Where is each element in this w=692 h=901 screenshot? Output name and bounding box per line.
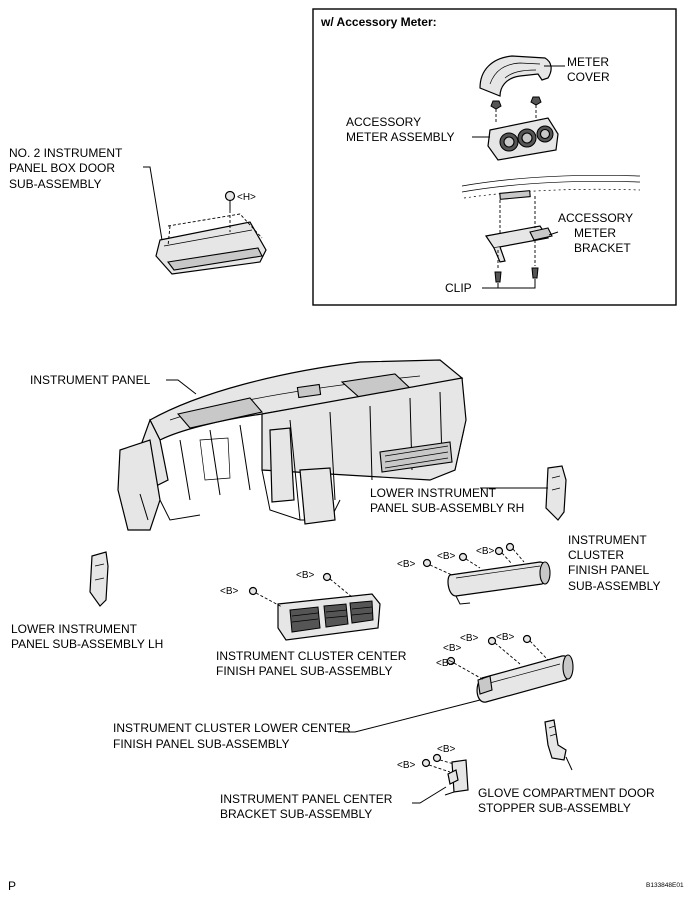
lower-lh-detail <box>94 563 105 581</box>
glove-stopper-label-2: STOPPER SUB-ASSEMBLY <box>478 801 631 815</box>
meter-cover-part <box>479 55 552 97</box>
glove-stopper-group: GLOVE COMPARTMENT DOOR STOPPER SUB-ASSEM… <box>478 719 655 815</box>
footer-left: P <box>8 879 16 893</box>
box-door-part <box>155 213 267 275</box>
center-bracket-label-2: BRACKET SUB-ASSEMBLY <box>220 807 372 821</box>
center-bracket-label-1: INSTRUMENT PANEL CENTER <box>220 792 393 806</box>
cluster-center-label-2: FINISH PANEL SUB-ASSEMBLY <box>216 664 393 678</box>
cluster-center-part <box>277 593 381 641</box>
fastener-b-label: <B> <box>437 551 456 562</box>
nut <box>530 96 542 106</box>
fastener-b-label: <B> <box>443 643 462 654</box>
clip <box>531 267 539 279</box>
leader-instrument-panel <box>166 379 197 395</box>
box-door-label-3: SUB-ASSEMBLY <box>9 177 101 191</box>
box-door-label-2: PANEL BOX DOOR <box>9 161 115 175</box>
bracket-label-2: METER <box>574 226 616 240</box>
screw-b <box>446 656 456 666</box>
screw-b <box>422 542 515 568</box>
center-bracket-part <box>444 759 469 796</box>
meter-assembly-label-1: ACCESSORY <box>346 115 421 129</box>
cluster-lower-center-part <box>476 654 574 703</box>
fastener-b-label: <B> <box>437 744 456 755</box>
cluster-finish-group: INSTRUMENT CLUSTER FINISH PANEL SUB-ASSE… <box>397 533 660 605</box>
center-bracket-group: <B> <B> INSTRUMENT PANEL CENTER BRACKET … <box>220 744 469 821</box>
inset-frame <box>312 8 677 306</box>
cluster-lower-center-group: <B> <B> <B> <B> INSTRUMENT CLUSTER LOWER… <box>113 632 574 751</box>
leader-box-door <box>143 166 163 241</box>
screw-b <box>248 586 258 596</box>
accessory-meter-bracket-part <box>484 225 553 263</box>
fastener-b-label: <B> <box>436 658 455 669</box>
lower-lh-label-2: PANEL SUB-ASSEMBLY LH <box>11 637 163 651</box>
screw-h <box>224 190 236 232</box>
dashed-guides <box>453 640 549 681</box>
cluster-finish-label-1: INSTRUMENT <box>568 533 647 547</box>
meter-cover-label-1: METER <box>567 55 609 69</box>
screw-b <box>487 636 497 646</box>
clip-label: CLIP <box>445 281 472 295</box>
dashboard-section <box>461 174 641 200</box>
dashed-guides <box>428 759 455 773</box>
lower-rh-label-2: PANEL SUB-ASSEMBLY RH <box>370 501 524 515</box>
lower-lh-label-1: LOWER INSTRUMENT <box>11 622 138 636</box>
fastener-b-label: <B> <box>476 546 495 557</box>
glove-stopper-part <box>544 719 573 771</box>
cluster-finish-label-2: CLUSTER <box>568 548 624 562</box>
cluster-finish-part <box>447 561 551 605</box>
footer-code: B133848E01 <box>646 882 684 889</box>
lower-rh-label-1: LOWER INSTRUMENT <box>370 486 497 500</box>
box-door-group: NO. 2 INSTRUMENT PANEL BOX DOOR SUB-ASSE… <box>9 146 267 275</box>
screw-b <box>322 572 332 582</box>
instrument-panel-label: INSTRUMENT PANEL <box>30 373 151 387</box>
lower-lh-group: LOWER INSTRUMENT PANEL SUB-ASSEMBLY LH <box>11 551 163 651</box>
instrument-panel-part <box>117 359 467 531</box>
fastener-h-label: <H> <box>237 192 256 203</box>
cluster-center-group: <B> <B> INSTRUMENT CLUSTER CENTER FINISH… <box>216 570 407 678</box>
accessory-meter-inset: w/ Accessory Meter: METER COVER ACCESSOR… <box>312 8 677 306</box>
screw-b <box>522 634 532 644</box>
glove-stopper-label-1: GLOVE COMPARTMENT DOOR <box>478 786 655 800</box>
cluster-lower-center-label-2: FINISH PANEL SUB-ASSEMBLY <box>113 737 290 751</box>
clip <box>494 271 502 283</box>
lower-rh-group: LOWER INSTRUMENT PANEL SUB-ASSEMBLY RH <box>370 465 567 521</box>
accessory-meter-assembly-part <box>487 117 559 161</box>
fastener-b-label: <B> <box>496 632 515 643</box>
fastener-b-label: <B> <box>220 586 239 597</box>
leader-cluster-lower-center <box>338 699 481 733</box>
dashed-guides <box>429 548 525 576</box>
leader-bracket <box>548 231 559 236</box>
cluster-center-label-1: INSTRUMENT CLUSTER CENTER <box>216 649 407 663</box>
nut <box>490 100 502 110</box>
bracket-label-1: ACCESSORY <box>558 211 633 225</box>
cluster-finish-label-4: SUB-ASSEMBLY <box>568 579 660 593</box>
cluster-finish-label-3: FINISH PANEL <box>568 563 649 577</box>
cluster-lower-center-label-1: INSTRUMENT CLUSTER LOWER CENTER <box>113 721 351 735</box>
instrument-panel-group: INSTRUMENT PANEL <box>30 359 467 531</box>
fastener-b-label: <B> <box>397 760 416 771</box>
fastener-b-label: <B> <box>296 570 315 581</box>
leader-clip <box>482 279 536 289</box>
inset-title: w/ Accessory Meter: <box>320 15 437 29</box>
lower-rh-part <box>545 465 567 521</box>
fastener-b-label: <B> <box>397 559 416 570</box>
fastener-b-label: <B> <box>460 633 479 644</box>
leader-center-bracket <box>412 786 447 804</box>
meter-cover-label-2: COVER <box>567 70 610 84</box>
box-door-label-1: NO. 2 INSTRUMENT <box>9 146 123 160</box>
screw-b <box>421 758 431 768</box>
bracket-label-3: BRACKET <box>574 241 631 255</box>
meter-assembly-label-2: METER ASSEMBLY <box>346 130 454 144</box>
screw-b <box>432 753 442 763</box>
lower-rh-detail <box>551 475 561 491</box>
